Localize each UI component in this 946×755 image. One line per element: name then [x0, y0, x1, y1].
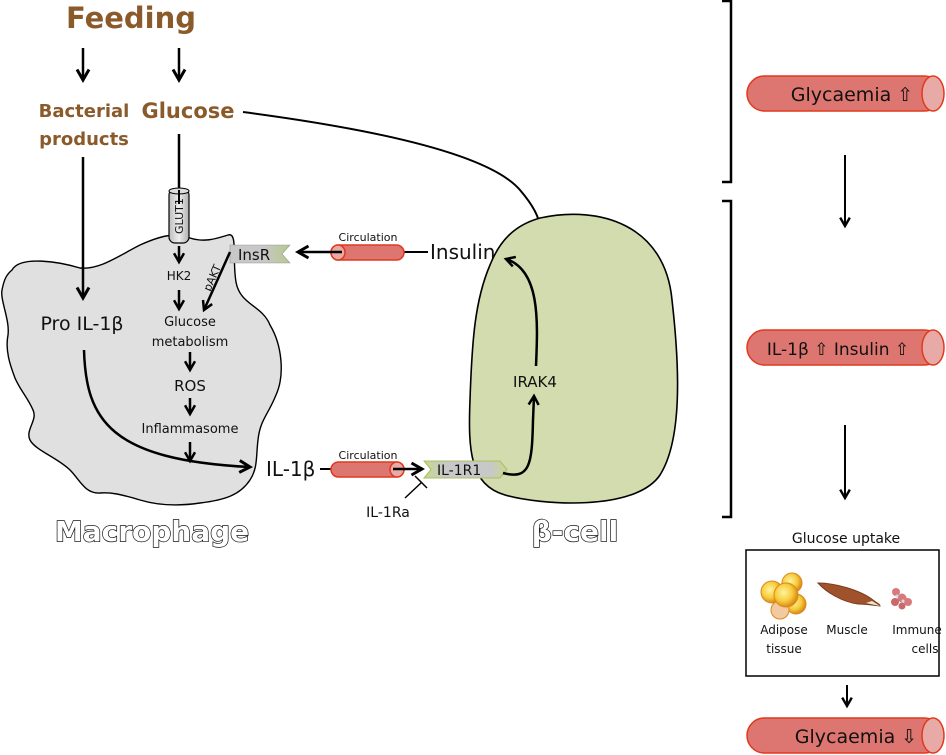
glut1-transporter: GLUT1 [168, 187, 190, 244]
vessel-il1b-insulin-up: IL-1β ⇧ Insulin ⇧ [746, 329, 945, 366]
circulation-bottom-label: Circulation [339, 449, 398, 462]
inflammasome-label: Inflammasome [142, 422, 239, 437]
il1b-label: IL-1β [266, 457, 315, 481]
irak4-label: IRAK4 [513, 373, 557, 391]
il1ra-label: IL-1Ra [366, 505, 410, 521]
bacterial-products-label-1: Bacterial [39, 101, 130, 122]
circulation-top-label: Circulation [339, 231, 398, 244]
tissue-immune-label-1: Immune [892, 623, 942, 637]
macrophage-cell [1, 234, 282, 506]
bacterial-products-label-2: products [39, 129, 129, 150]
il1ra-inhibition-bar [414, 475, 428, 489]
glucose-label: Glucose [141, 99, 234, 123]
glut1-label: GLUT1 [173, 198, 186, 234]
vessel-glycaemia-down: Glycaemia ⇩ [746, 717, 945, 754]
arrow-proil1b-to-il1b [82, 349, 254, 474]
bracket-bottom [722, 199, 733, 519]
arrow-insr-to-metabolism [201, 251, 232, 313]
bracket-top [722, 0, 733, 184]
hk2-label: HK2 [167, 269, 192, 283]
immune-cells-icon [891, 588, 912, 610]
beta-cell-label: β-cell [532, 515, 618, 548]
tissue-adipose-label-1: Adipose [760, 623, 808, 637]
beta-cell [468, 213, 679, 504]
pro-il1b-label: Pro IL-1β [40, 313, 123, 335]
insr-label: InsR [238, 246, 270, 264]
arrow-il1r1-to-irak4 [502, 393, 540, 476]
vessel-il1b-insulin-label: IL-1β ⇧ Insulin ⇧ [767, 340, 909, 360]
ros-label: ROS [174, 377, 206, 395]
glucose-metabolism-label-1: Glucose [164, 315, 216, 330]
macrophage-label: Macrophage [55, 515, 249, 548]
vessel-glycaemia-down-label: Glycaemia ⇩ [795, 726, 917, 748]
tissue-immune-label-2: cells [912, 642, 939, 656]
tissue-adipose-label-2: tissue [766, 642, 802, 656]
glucose-metabolism-label-2: metabolism [152, 335, 229, 350]
insr-receptor: InsR [229, 244, 291, 264]
vessel-glycaemia-up-label: Glycaemia ⇧ [791, 84, 913, 106]
feeding-title: Feeding [66, 1, 196, 35]
insulin-label: Insulin [430, 240, 495, 264]
glucose-uptake-title: Glucose uptake [792, 531, 900, 547]
muscle-icon [816, 582, 881, 607]
arrow-irak4-to-insulin [503, 255, 539, 367]
vessel-glycaemia-up: Glycaemia ⇧ [746, 75, 945, 112]
tissue-muscle-label: Muscle [826, 623, 868, 637]
il1ra-inhibition-line [404, 481, 423, 499]
il1r1-receptor: IL-1R1 [422, 460, 508, 479]
adipose-icon [760, 572, 807, 620]
il1r1-label: IL-1R1 [437, 463, 481, 479]
